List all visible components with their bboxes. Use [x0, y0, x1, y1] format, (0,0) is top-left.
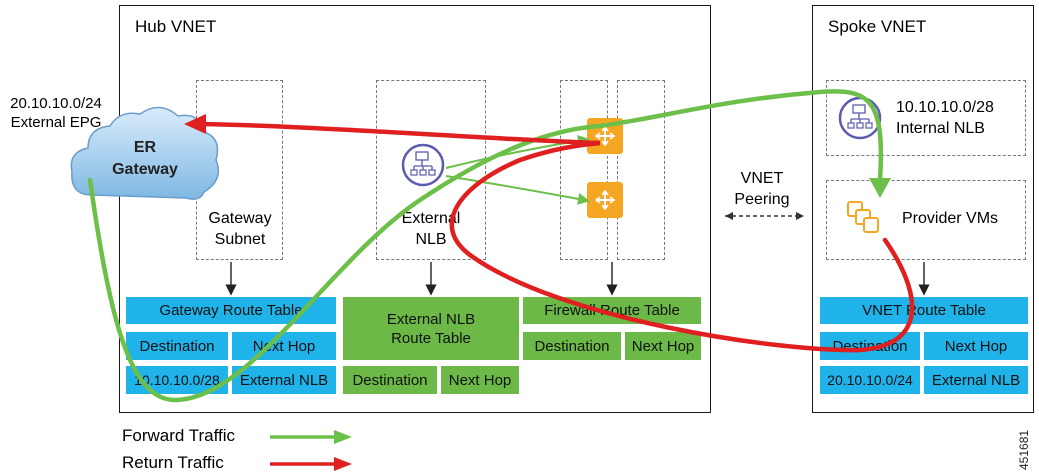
spoke-vnet-title: Spoke VNET [828, 17, 927, 36]
gateway-subnet-label: Gateway Subnet [208, 210, 272, 248]
vnet-peering-arrow [725, 212, 804, 220]
hub-vnet-title: Hub VNET [135, 17, 217, 36]
vnet-route-table-title: VNET Route Table [820, 297, 1028, 324]
internal-load-balancer-icon [838, 96, 882, 140]
gateway-route-table-destination-header: Destination [126, 332, 228, 360]
firewall-route-table-nexthop-header: Next Hop [625, 332, 701, 360]
gateway-route-table-nexthop-value: External NLB [232, 366, 336, 394]
internal-nlb-label: 10.10.10.0/28 Internal NLB [896, 99, 994, 137]
legend-forward-arrow [270, 430, 352, 444]
gateway-route-table-title: Gateway Route Table [126, 297, 336, 324]
vnet-route-table-destination-value: 20.10.10.0/24 [820, 366, 920, 394]
external-nlb-subnet-box [376, 80, 486, 260]
vnet-route-table-nexthop-header: Next Hop [924, 332, 1028, 360]
external-nlb-route-table-destination-header: Destination [343, 366, 437, 394]
nlb-to-firewall-arrow-2 [445, 175, 590, 205]
firewall-subnet-box-1 [560, 80, 608, 260]
firewall-route-table-destination-header: Destination [523, 332, 621, 360]
virtual-machines-icon [847, 201, 879, 233]
legend-return-arrow [270, 457, 352, 471]
gateway-route-table-nexthop-header: Next Hop [232, 332, 336, 360]
forward-traffic-path [87, 89, 884, 403]
firewall-subnet-box-2 [617, 80, 665, 260]
load-balancer-icon [401, 143, 445, 187]
internal-nlb-box [826, 80, 1026, 156]
cloud-icon [70, 106, 219, 200]
vnet-peering-label: VNET Peering [734, 170, 790, 208]
return-traffic-arrowhead [184, 114, 206, 134]
legend-forward-label: Forward Traffic [122, 426, 236, 445]
external-nlb-route-table-nexthop-header: Next Hop [441, 366, 519, 394]
provider-vms-box [826, 180, 1026, 260]
provider-vms-label: Provider VMs [902, 210, 999, 227]
return-traffic-path [197, 121, 915, 353]
forward-traffic-arrowhead [869, 178, 891, 198]
er-gateway-label-line2: Gateway [112, 161, 178, 178]
figure-id: 451681 [1017, 430, 1031, 470]
external-nlb-label: External NLB [401, 210, 461, 248]
firewall-icon-2 [587, 182, 623, 218]
legend-return-label: Return Traffic [122, 453, 224, 472]
vnet-route-table-nexthop-value: External NLB [924, 366, 1028, 394]
external-epg-label: 20.10.10.0/24 External EPG [10, 95, 102, 131]
er-gateway-label-line1: ER [134, 139, 157, 156]
external-nlb-route-table-title: External NLB Route Table [343, 297, 519, 360]
